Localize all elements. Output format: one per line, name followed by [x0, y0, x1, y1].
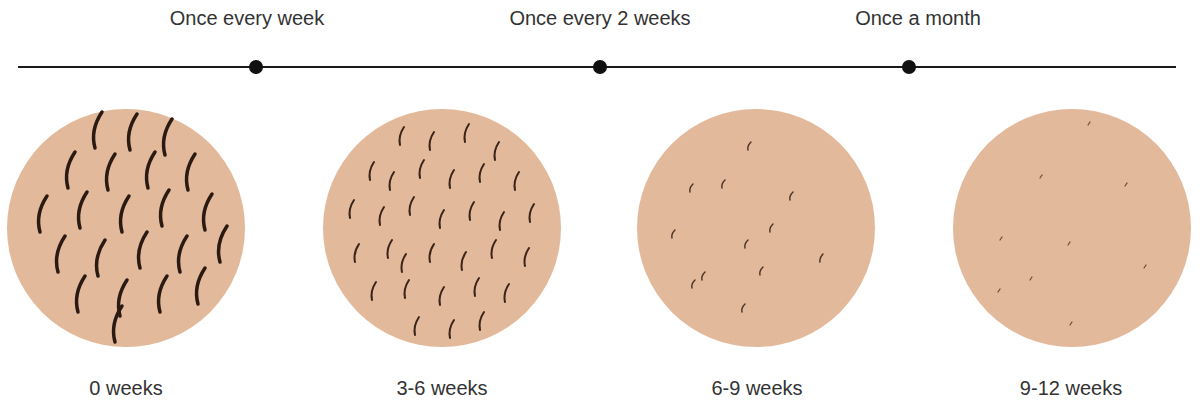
hair-dense	[39, 112, 227, 342]
timeline-dot	[902, 60, 916, 74]
hair-fine	[672, 142, 823, 312]
hair-trace	[998, 122, 1146, 325]
timeline-dot	[593, 60, 607, 74]
frequency-label: Once every 2 weeks	[509, 6, 690, 30]
time-label: 0 weeks	[89, 376, 162, 400]
skin-circle	[637, 109, 875, 347]
time-label: 6-9 weeks	[711, 376, 802, 400]
skin-circle	[7, 109, 245, 347]
time-label: 9-12 weeks	[1020, 376, 1122, 400]
frequency-label: Once a month	[855, 6, 981, 30]
skin-circle	[953, 109, 1191, 347]
time-label: 3-6 weeks	[396, 376, 487, 400]
skin-circle	[323, 109, 561, 347]
timeline-dot	[249, 60, 263, 74]
frequency-label: Once every week	[170, 6, 325, 30]
hair-sparse	[350, 124, 535, 338]
